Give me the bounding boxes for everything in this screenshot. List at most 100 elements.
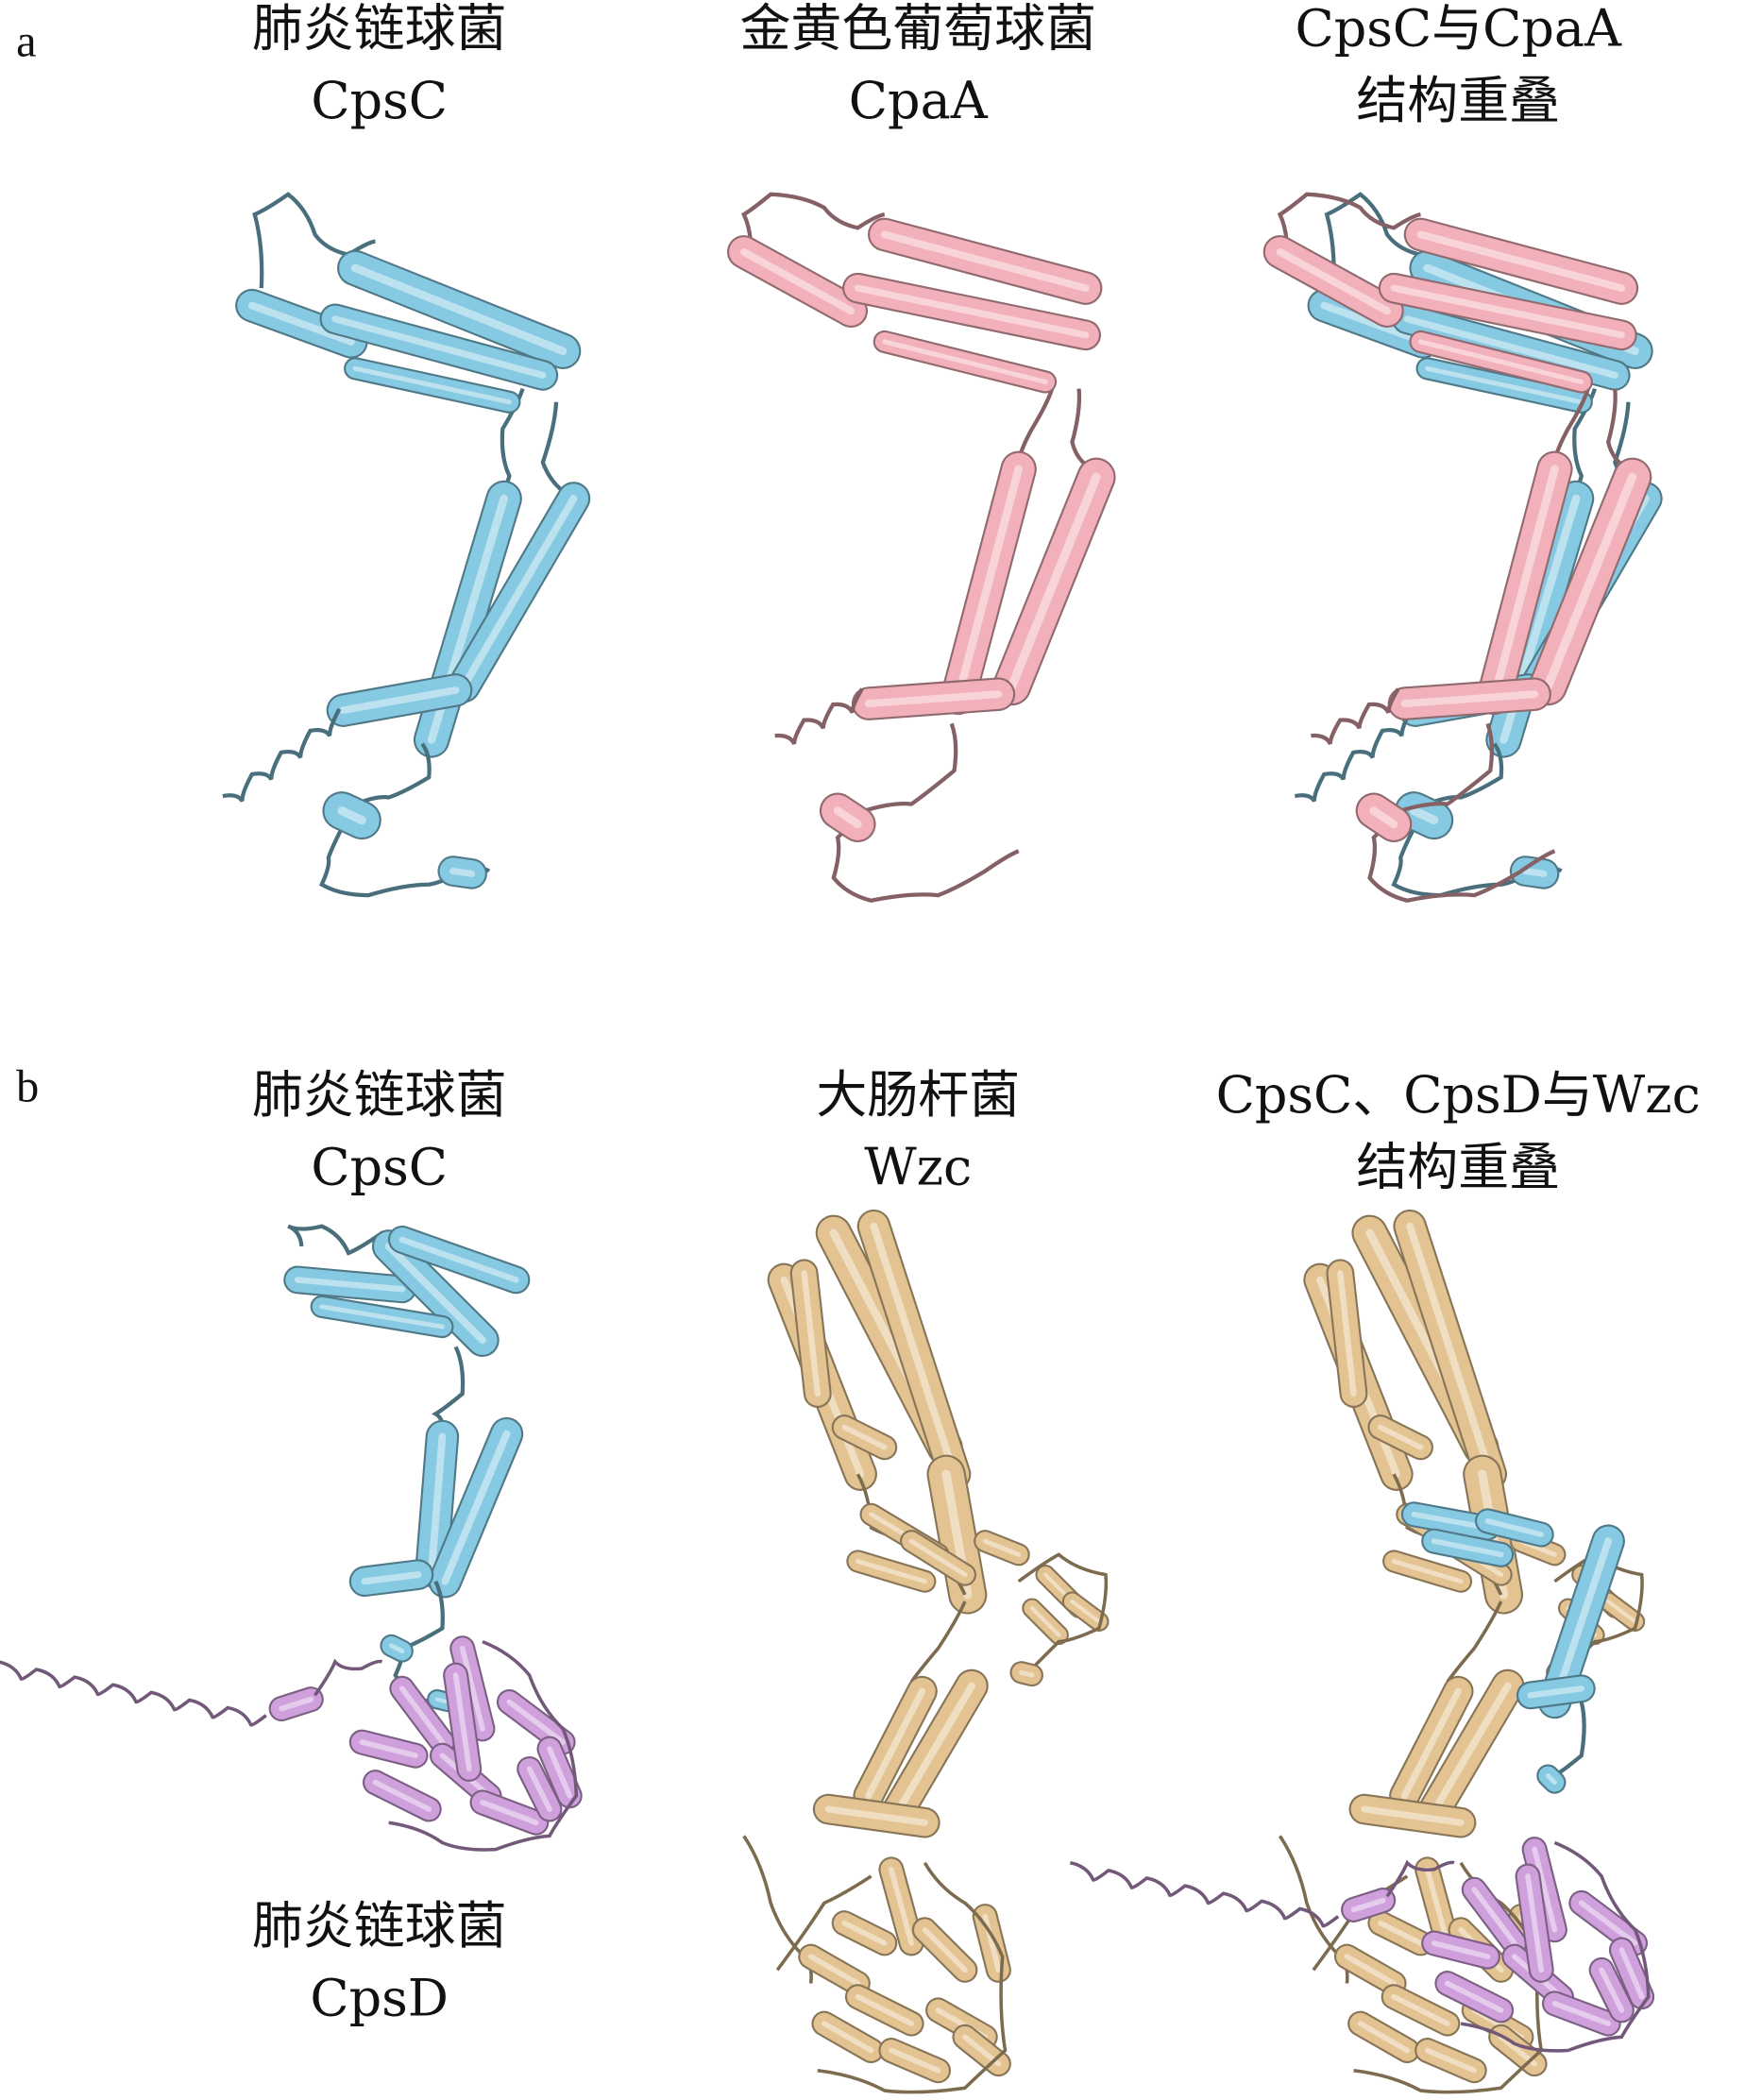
helix-highlight (1417, 339, 1584, 384)
helix-cylinder (1478, 452, 1571, 714)
helix-cylinder (822, 794, 874, 840)
helix-cylinder (1264, 237, 1402, 326)
coil-loop (1277, 192, 1421, 262)
helix-cylinder (814, 1795, 939, 1837)
helix-cylinder (913, 1919, 976, 1981)
helix-cylinder (1436, 1973, 1512, 2022)
helix-cylinder (1611, 1939, 1653, 2008)
helix-highlight (1337, 1270, 1357, 1397)
title-b2-line1: 大肠杆菌 (816, 1065, 1020, 1125)
helix-highlight (1416, 230, 1626, 293)
helix-cylinder (1328, 1261, 1366, 1406)
helix-highlight (506, 1699, 566, 1745)
helix-highlight (870, 1222, 958, 1479)
helix-cylinder (1384, 1551, 1470, 1591)
coil-loop (313, 1658, 383, 1697)
helix-cylinder (449, 483, 589, 702)
helix-cylinder (800, 1945, 869, 1994)
helix-cylinder (1396, 793, 1452, 838)
helix-cylinder (538, 1737, 581, 1807)
helix-cylinder (1394, 305, 1629, 389)
helix-cylinder (1511, 857, 1558, 888)
helix-cylinder (1423, 1932, 1499, 1968)
helix-highlight (247, 301, 355, 346)
helix-cylinder (1423, 1530, 1512, 1566)
helix-highlight (1019, 1669, 1035, 1678)
title-a3-line1: CpsC与CpaA (1295, 0, 1622, 58)
title-b2-line2: Wzc (864, 1138, 972, 1197)
helix-cylinder (1539, 1526, 1623, 1718)
coil-loop (1017, 1552, 1109, 1677)
helix-highlight (1406, 1222, 1495, 1479)
coil-loop (0, 1660, 267, 1727)
helix-cylinder (1516, 1865, 1552, 1981)
helix-cylinder (285, 1267, 415, 1302)
helix-cylinder (1389, 679, 1550, 719)
helix-highlight (854, 284, 1090, 339)
helix-highlight (1276, 247, 1391, 315)
title-b3-line2: 结构重叠 (1356, 1138, 1560, 1197)
helix-highlight (922, 1926, 968, 1973)
helix-cylinder (791, 1261, 830, 1406)
helix-highlight (547, 1746, 573, 1799)
helix-cylinder (1405, 219, 1636, 303)
helix-highlight (864, 690, 1003, 708)
helix-cylinder (350, 1731, 427, 1767)
helix-highlight (1350, 1897, 1386, 1913)
helix-highlight (1578, 1900, 1638, 1946)
helix-cylinder (439, 857, 485, 888)
helix-highlight (1471, 1887, 1517, 1946)
helix-cylinder (1600, 1593, 1644, 1630)
helix-highlight (279, 1696, 314, 1712)
title-b1-line1: 肺炎链球菌 (252, 1065, 507, 1125)
helix-cylinder (1349, 2012, 1418, 2061)
helix-cylinder (880, 1670, 987, 1831)
helix-cylinder (381, 1635, 412, 1661)
helix-highlight (1599, 1967, 1625, 2013)
protein-structures (0, 192, 1663, 2094)
helix-highlight (1007, 472, 1101, 691)
helix-cylinder (729, 237, 866, 326)
helix-cylinder (1011, 1663, 1042, 1685)
helix-cylinder (312, 1296, 452, 1337)
helix-highlight (889, 1867, 914, 1946)
helix-cylinder (416, 1421, 458, 1585)
helix-cylinder (328, 675, 471, 725)
helix-highlight (480, 1800, 539, 1826)
helix-highlight (1521, 867, 1548, 877)
helix-highlight (1378, 1920, 1424, 1946)
cpsc-structure-a (222, 192, 591, 898)
coil-loop (740, 192, 886, 262)
helix-cylinder (339, 251, 580, 367)
helix-cylinder (1570, 1892, 1646, 1955)
helix-highlight (1425, 365, 1584, 405)
cpaa-structure (727, 192, 1116, 903)
helix-highlight (739, 247, 856, 315)
helix-cylinder (471, 1791, 548, 1834)
coil-loop (1294, 707, 1414, 803)
helix-highlight (855, 1558, 927, 1584)
helix-highlight (1484, 1518, 1545, 1537)
helix-cylinder (1357, 794, 1411, 840)
helix-highlight (1427, 1682, 1512, 1821)
title-cpsd-line1: 肺炎链球菌 (252, 1896, 507, 1956)
overlay-wzc (1278, 1209, 1646, 2094)
coil-loop (1460, 1840, 1651, 2053)
helix-highlight (1391, 1993, 1450, 2026)
helix-cylinder (1350, 1795, 1475, 1837)
title-b3-line1: CpsC、CpsD与Wzc (1216, 1065, 1701, 1125)
coil-loop (817, 1861, 1008, 2094)
helix-cylinder (1382, 1986, 1459, 2035)
coil-loop (1069, 1861, 1340, 1928)
helix-highlight (337, 806, 366, 825)
helix-cylinder (445, 1664, 481, 1780)
helix-highlight (1400, 1687, 1462, 1800)
helix-highlight (1378, 1424, 1424, 1450)
helix-highlight (1400, 690, 1539, 708)
helix-cylinder (813, 2012, 882, 2061)
helix-highlight (434, 1697, 450, 1704)
helix-highlight (1369, 806, 1398, 829)
helix-highlight (460, 495, 578, 690)
helix-cylinder (518, 1758, 561, 1821)
helix-highlight (1431, 1538, 1504, 1558)
